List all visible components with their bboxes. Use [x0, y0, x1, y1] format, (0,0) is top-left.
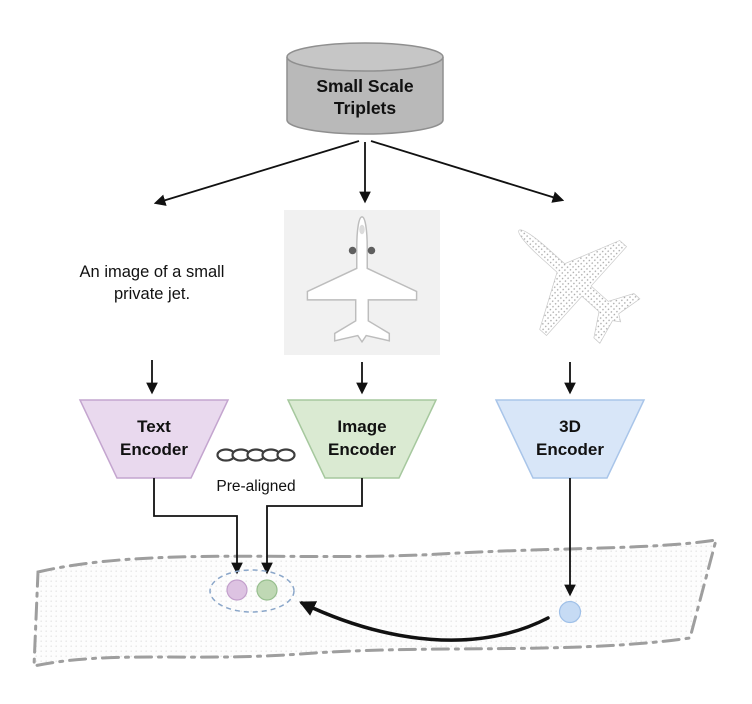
text-caption-line2: private jet.: [114, 285, 190, 303]
image-encoder-shape: [286, 399, 438, 479]
cylinder-top: [286, 42, 444, 72]
text-encoder: Text Encoder: [78, 399, 230, 479]
text-caption-line1: An image of a small: [80, 263, 225, 281]
text-caption: An image of a small private jet.: [80, 263, 225, 303]
cylinder-label-line2: Triplets: [334, 98, 397, 118]
alignment-arrow: [299, 601, 550, 642]
jet-cockpit: [359, 224, 365, 235]
triplets-cylinder: Small Scale Triplets: [286, 42, 444, 135]
cylinder-label-line1: Small Scale: [316, 76, 414, 96]
airplane-point-cloud: [478, 185, 662, 367]
3d-embedding-point: [558, 600, 582, 624]
3d-encoder-label-line2: Encoder: [536, 440, 604, 459]
arrow-to-pointcloud: [370, 140, 565, 203]
3d-encoder: 3D Encoder: [494, 399, 646, 479]
image-encoder-connector: [261, 478, 363, 575]
arrow-to-text-caption: [153, 140, 360, 206]
3d-encoder-label-line1: 3D: [559, 417, 581, 436]
cylinder-branch-arrows: [153, 140, 565, 206]
text-encoder-shape: [78, 399, 230, 479]
cylinder-body: [286, 57, 444, 135]
alignment-ellipse: [209, 569, 295, 613]
text-encoder-label-line1: Text: [137, 417, 171, 436]
text-encoder-label-line2: Encoder: [120, 440, 188, 459]
text-encoder-connector: [153, 478, 243, 575]
encoder-to-space-connectors: [153, 478, 576, 597]
modality-to-encoder-arrows: [146, 360, 576, 395]
image-encoder: Image Encoder: [286, 399, 438, 479]
image-encoder-label-line2: Encoder: [328, 440, 396, 459]
jet-engine-left: [348, 246, 357, 255]
chain-icon: [216, 448, 296, 462]
3d-encoder-shape: [494, 399, 646, 479]
embedding-space-surface: [32, 538, 719, 668]
image-encoder-label-line1: Image: [337, 417, 386, 436]
image-embedding-point: [256, 579, 278, 601]
text-embedding-point: [226, 579, 248, 601]
jet-engine-right: [367, 246, 376, 255]
airplane-image: [284, 210, 440, 355]
prealigned-label: Pre-aligned: [216, 478, 295, 495]
